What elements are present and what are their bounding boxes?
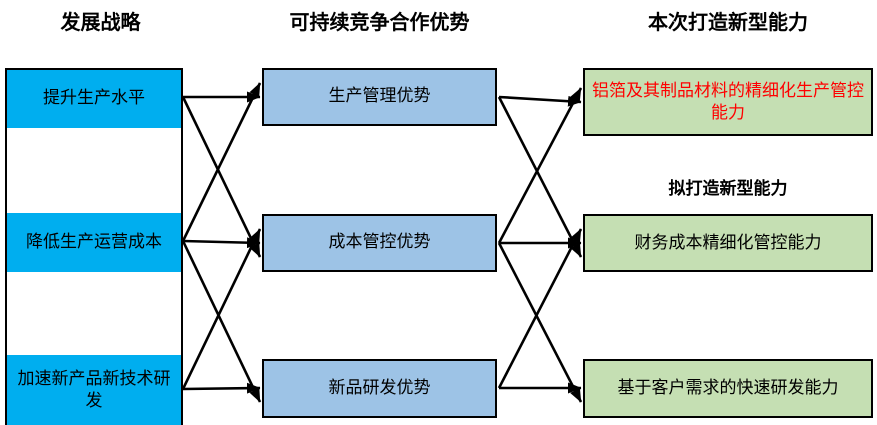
column-header-advantage: 可持续竞争合作优势 xyxy=(289,10,470,34)
connector-arrow xyxy=(181,82,262,242)
connector-arrow xyxy=(497,242,583,403)
connector-arrow xyxy=(181,96,262,258)
strategy-item-2[interactable]: 降低生产运营成本 xyxy=(7,213,181,272)
strategy-item-1[interactable]: 提升生产水平 xyxy=(7,70,181,128)
connector-arrow xyxy=(497,228,583,389)
capability-item-3[interactable]: 基于客户需求的快速研发能力 xyxy=(583,359,873,418)
capability-item-1[interactable]: 铝箔及其制品材料的精细化生产管控能力 xyxy=(583,68,873,136)
connector-arrow xyxy=(497,96,583,258)
connector-arrow xyxy=(182,382,261,394)
connector-arrow xyxy=(181,228,262,390)
advantage-item-3[interactable]: 新品研发优势 xyxy=(262,359,497,418)
sub-header-planned-capability: 拟打造新型能力 xyxy=(668,179,788,199)
connector-arrow xyxy=(181,240,262,403)
connector-arrow xyxy=(497,87,583,244)
capability-item-2[interactable]: 财务成本精细化管控能力 xyxy=(583,214,873,272)
column-header-capability: 本次打造新型能力 xyxy=(648,10,808,34)
advantage-item-2[interactable]: 成本管控优势 xyxy=(262,214,497,272)
strategy-container: 提升生产水平 降低生产运营成本 加速新产品新技术研发 xyxy=(5,68,183,425)
connector-arrow xyxy=(182,237,261,249)
advantage-item-1[interactable]: 生产管理优势 xyxy=(262,68,497,126)
column-header-strategy: 发展战略 xyxy=(60,10,141,34)
strategy-item-3[interactable]: 加速新产品新技术研发 xyxy=(7,355,181,425)
connector-arrow xyxy=(498,95,582,107)
